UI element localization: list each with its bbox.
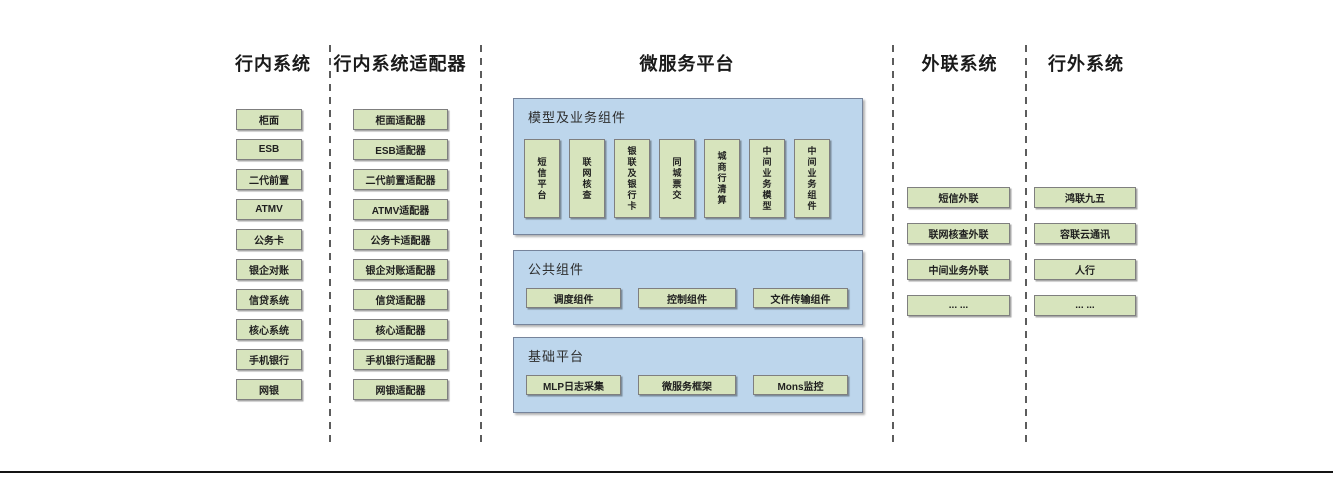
common-components-row: 调度组件控制组件文件传输组件 — [526, 288, 848, 308]
adapter-box: 网银适配器 — [353, 379, 448, 400]
column-separator — [480, 45, 482, 443]
adapter-box: 信贷适配器 — [353, 289, 448, 310]
column-separator — [329, 45, 331, 443]
component-box-vertical: 银联及银行卡 — [614, 139, 650, 218]
system-box: 公务卡 — [236, 229, 302, 250]
column-title-external-link-systems: 外联系统 — [921, 54, 998, 74]
adapter-box: 银企对账适配器 — [353, 259, 448, 280]
component-box: 控制组件 — [638, 288, 736, 308]
external-link-box: 联网核查外联 — [907, 223, 1010, 244]
external-link-box: 中间业务外联 — [907, 259, 1010, 280]
panel-model-business-components: 模型及业务组件 短信平台联网核查银联及银行卡同城票交城商行清算中间业务模型中间业… — [513, 98, 863, 235]
column-separator — [1025, 45, 1027, 443]
column-title-internal-systems: 行内系统 — [235, 54, 311, 74]
system-box: 网银 — [236, 379, 302, 400]
external-link-box: ... ... — [907, 295, 1010, 316]
system-box: 核心系统 — [236, 319, 302, 340]
column-title-microservice-platform: 微服务平台 — [639, 54, 735, 74]
system-box: 信贷系统 — [236, 289, 302, 310]
panel-title: 公共组件 — [528, 262, 585, 277]
external-link-box: 短信外联 — [907, 187, 1010, 208]
panel-title: 基础平台 — [528, 349, 585, 364]
adapter-box: 柜面适配器 — [353, 109, 448, 130]
component-box: 文件传输组件 — [753, 288, 848, 308]
panel-base-platform: 基础平台 MLP日志采集微服务框架 Mons监控 — [513, 337, 863, 413]
adapter-box: 二代前置适配器 — [353, 169, 448, 190]
adapter-box: ATMV适配器 — [353, 199, 448, 220]
component-box: MLP日志采集 — [526, 375, 621, 395]
adapter-box: ESB适配器 — [353, 139, 448, 160]
internal-adapters-list: 柜面适配器 ESB适配器二代前置适配器 ATMV适配器公务卡适配器银企对账适配器信贷… — [353, 109, 448, 400]
outside-system-box: ... ... — [1034, 295, 1136, 316]
internal-systems-list: 柜面 ESB 二代前置 ATMV 公务卡银企对账信贷系统核心系统手机银行网银 — [236, 109, 302, 400]
adapter-box: 核心适配器 — [353, 319, 448, 340]
component-box-vertical: 短信平台 — [524, 139, 560, 218]
outside-system-box: 人行 — [1034, 259, 1136, 280]
outside-system-box: 容联云通讯 — [1034, 223, 1136, 244]
component-box: 调度组件 — [526, 288, 621, 308]
system-box: 柜面 — [236, 109, 302, 130]
system-box: ESB — [236, 139, 302, 160]
panel-common-components: 公共组件 调度组件控制组件文件传输组件 — [513, 250, 863, 325]
model-components-row: 短信平台联网核查银联及银行卡同城票交城商行清算中间业务模型中间业务组件 — [524, 139, 830, 218]
outside-system-box: 鸿联九五 — [1034, 187, 1136, 208]
column-title-outside-systems: 行外系统 — [1048, 54, 1124, 74]
component-box-vertical: 同城票交 — [659, 139, 695, 218]
external-link-systems-list: 短信外联联网核查外联中间业务外联 ... ... — [907, 187, 1010, 316]
adapter-box: 手机银行适配器 — [353, 349, 448, 370]
column-separator — [892, 45, 894, 443]
outside-systems-list: 鸿联九五容联云通讯人行 ... ... — [1034, 187, 1136, 316]
adapter-box: 公务卡适配器 — [353, 229, 448, 250]
component-box-vertical: 中间业务模型 — [749, 139, 785, 218]
column-title-internal-adapters: 行内系统适配器 — [333, 54, 467, 74]
system-box: ATMV — [236, 199, 302, 220]
component-box: Mons监控 — [753, 375, 848, 395]
system-box: 二代前置 — [236, 169, 302, 190]
system-box: 手机银行 — [236, 349, 302, 370]
base-platform-row: MLP日志采集微服务框架 Mons监控 — [526, 375, 848, 395]
component-box-vertical: 城商行清算 — [704, 139, 740, 218]
component-box-vertical: 中间业务组件 — [794, 139, 830, 218]
component-box: 微服务框架 — [638, 375, 736, 395]
component-box-vertical: 联网核查 — [569, 139, 605, 218]
panel-title: 模型及业务组件 — [528, 110, 627, 125]
system-box: 银企对账 — [236, 259, 302, 280]
bottom-rule — [0, 471, 1333, 473]
